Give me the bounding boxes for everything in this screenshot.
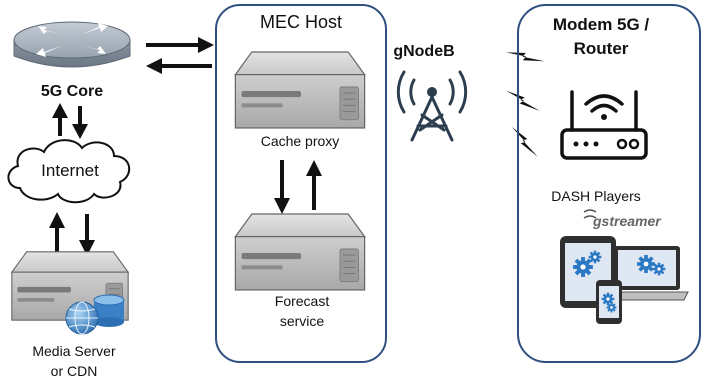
modem-label-1: Modem 5G / — [553, 15, 650, 34]
proxy-forecast-arrows — [274, 160, 322, 214]
forecast-label-1: Forecast — [275, 293, 330, 309]
forecast-service-server-icon — [234, 213, 366, 291]
lightning-bolt-icon — [505, 126, 545, 157]
database-icon — [93, 294, 125, 327]
phone-icon — [596, 280, 622, 324]
gnodeb-label: gNodeB — [393, 43, 454, 60]
gstreamer-label: gstreamer — [592, 213, 662, 229]
internet-label: Internet — [41, 161, 99, 180]
wifi-router-icon — [560, 90, 648, 160]
gstreamer-logo: gstreamer — [583, 209, 662, 229]
globe-icon — [65, 301, 99, 335]
core-mec-arrows — [146, 37, 214, 74]
core-router-icon — [13, 21, 131, 68]
core-internet-arrows — [52, 103, 88, 139]
internet-server-arrows — [49, 212, 95, 256]
dash-players-label: DASH Players — [551, 188, 640, 204]
mec-host-label: MEC Host — [260, 12, 342, 32]
antenna-tower-icon — [396, 70, 468, 142]
core-label: 5G Core — [41, 83, 103, 100]
media-server-label-1: Media Server — [32, 343, 116, 359]
mec-host-box — [215, 4, 387, 363]
cache-proxy-server-icon — [234, 51, 366, 129]
lightning-bolt-icon — [505, 41, 545, 72]
cloud-icon — [7, 139, 130, 204]
lightning-bolt-icon — [506, 90, 540, 112]
forecast-label-2: service — [280, 313, 325, 329]
cache-proxy-label: Cache proxy — [261, 133, 340, 149]
media-server-label-2: or CDN — [51, 363, 98, 379]
laptop-icon — [605, 246, 689, 301]
modem-label-2: Router — [574, 39, 629, 58]
modem-router-box — [517, 4, 701, 363]
